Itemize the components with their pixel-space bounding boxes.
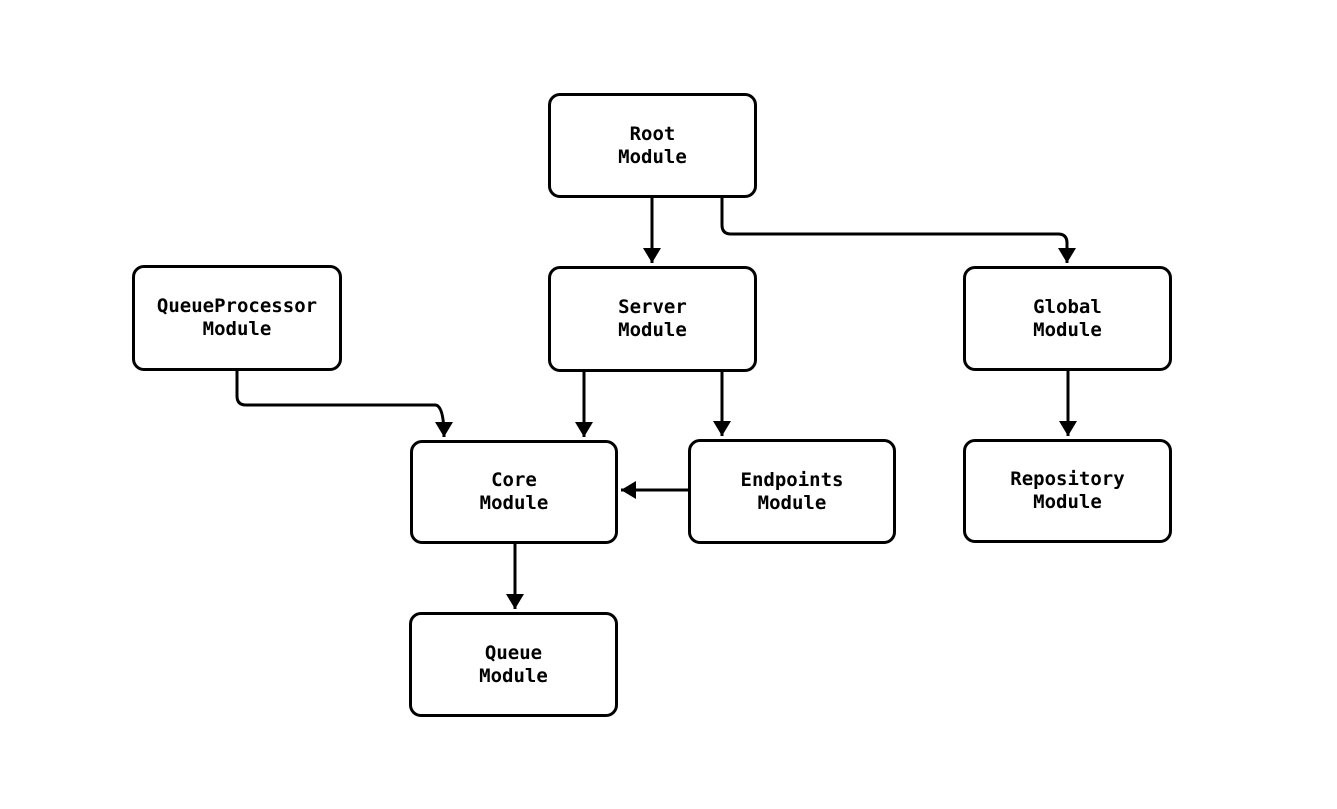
edge-root-to-global (720, 198, 1076, 263)
node-queue-module-label: Queue Module (479, 641, 548, 687)
node-queueprocessor-module-label: QueueProcessor Module (156, 295, 318, 340)
node-server-module-label: Server Module (618, 296, 687, 341)
node-core-module: Core Module (410, 440, 618, 544)
node-global-module-label: Global Module (1033, 295, 1102, 341)
node-queue-module: Queue Module (409, 612, 618, 717)
node-root-module: Root Module (548, 93, 757, 198)
node-global-module: Global Module (963, 266, 1172, 371)
node-repository-module-label: Repository Module (1010, 468, 1125, 513)
node-queueprocessor-module: QueueProcessor Module (132, 265, 342, 371)
node-repository-module: Repository Module (963, 439, 1172, 543)
node-endpoints-module-label: Endpoints Module (740, 468, 844, 514)
node-server-module: Server Module (548, 266, 757, 372)
node-core-module-label: Core Module (479, 469, 549, 514)
node-root-module-label: Root Module (618, 122, 687, 168)
node-endpoints-module: Endpoints Module (688, 439, 896, 544)
edge-queueprocessor-to-core (235, 371, 453, 438)
